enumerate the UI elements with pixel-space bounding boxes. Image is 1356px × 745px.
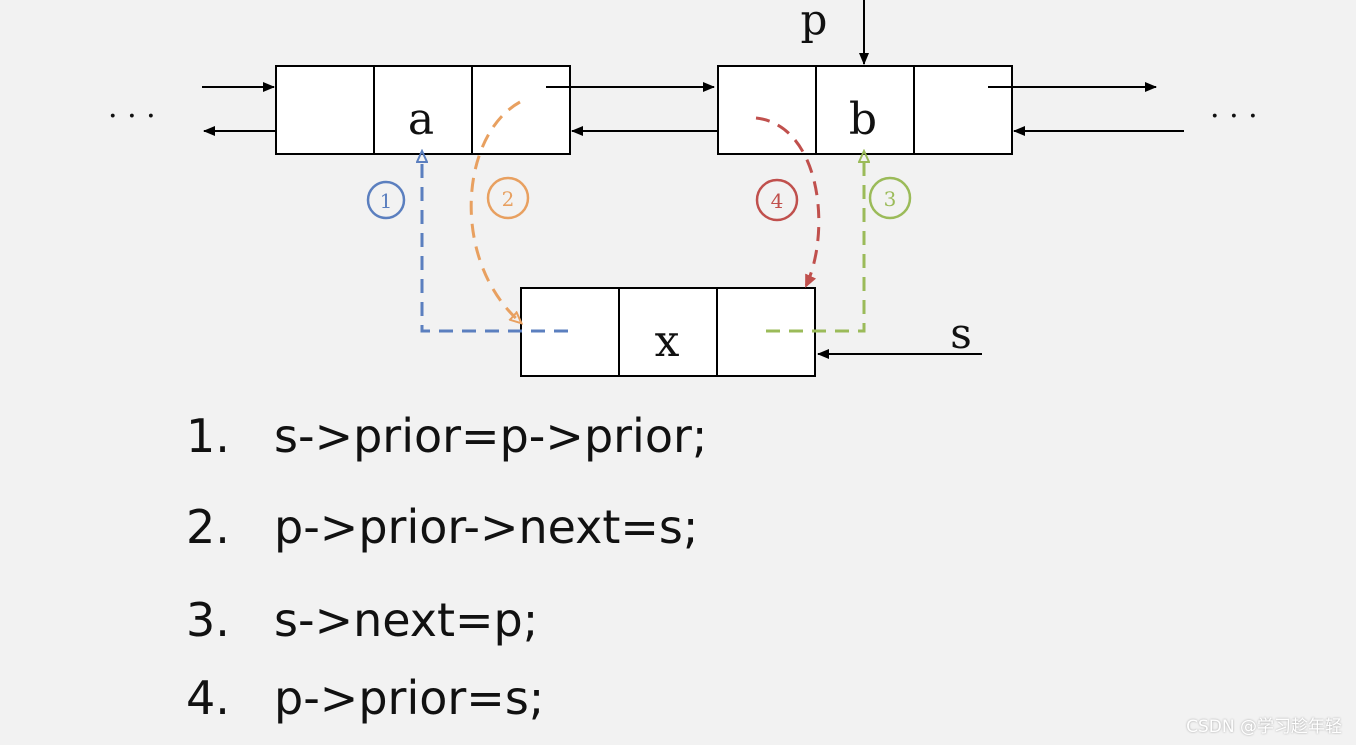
- step-4-arrow: [755, 116, 821, 288]
- node-b-label: b: [849, 94, 877, 145]
- step-4-badge: [755, 178, 799, 222]
- node-b: b: [717, 65, 1013, 155]
- step-3-number: 3: [884, 187, 897, 211]
- step-4-number: 4: [771, 189, 784, 213]
- watermark: CSDN @学习趁年轻: [1186, 717, 1342, 737]
- step-1-badge: [366, 180, 406, 220]
- node-x-label: x: [655, 316, 680, 367]
- step-2-badge: [486, 176, 530, 220]
- linked-list-diagram: · · · · · · a b p: [108, 0, 1258, 377]
- ellipsis-left: · · ·: [108, 99, 156, 134]
- code-statement: p->prior->next=s;: [274, 500, 699, 554]
- pointer-p-label: p: [801, 0, 828, 44]
- code-statement: s->prior=p->prior;: [274, 409, 708, 463]
- ellipsis-right: · · ·: [1210, 99, 1258, 134]
- node-a: a: [275, 65, 571, 155]
- step-1-arrow: [422, 156, 568, 333]
- step-2-number: 2: [502, 187, 515, 211]
- code-line-number: 3.: [186, 593, 230, 647]
- code-line-number: 4.: [186, 671, 230, 725]
- step-3-badge: [868, 176, 912, 220]
- node-a-label: a: [408, 94, 434, 145]
- step-2-arrow: [469, 100, 520, 322]
- step-1-number: 1: [380, 189, 393, 213]
- step-3-arrow: [766, 156, 864, 333]
- code-line-number: 2.: [186, 500, 230, 554]
- code-statement: s->next=p;: [274, 593, 539, 647]
- code-statement: p->prior=s;: [274, 671, 545, 725]
- code-line-number: 1.: [186, 409, 230, 463]
- pointer-s-label: s: [950, 309, 972, 358]
